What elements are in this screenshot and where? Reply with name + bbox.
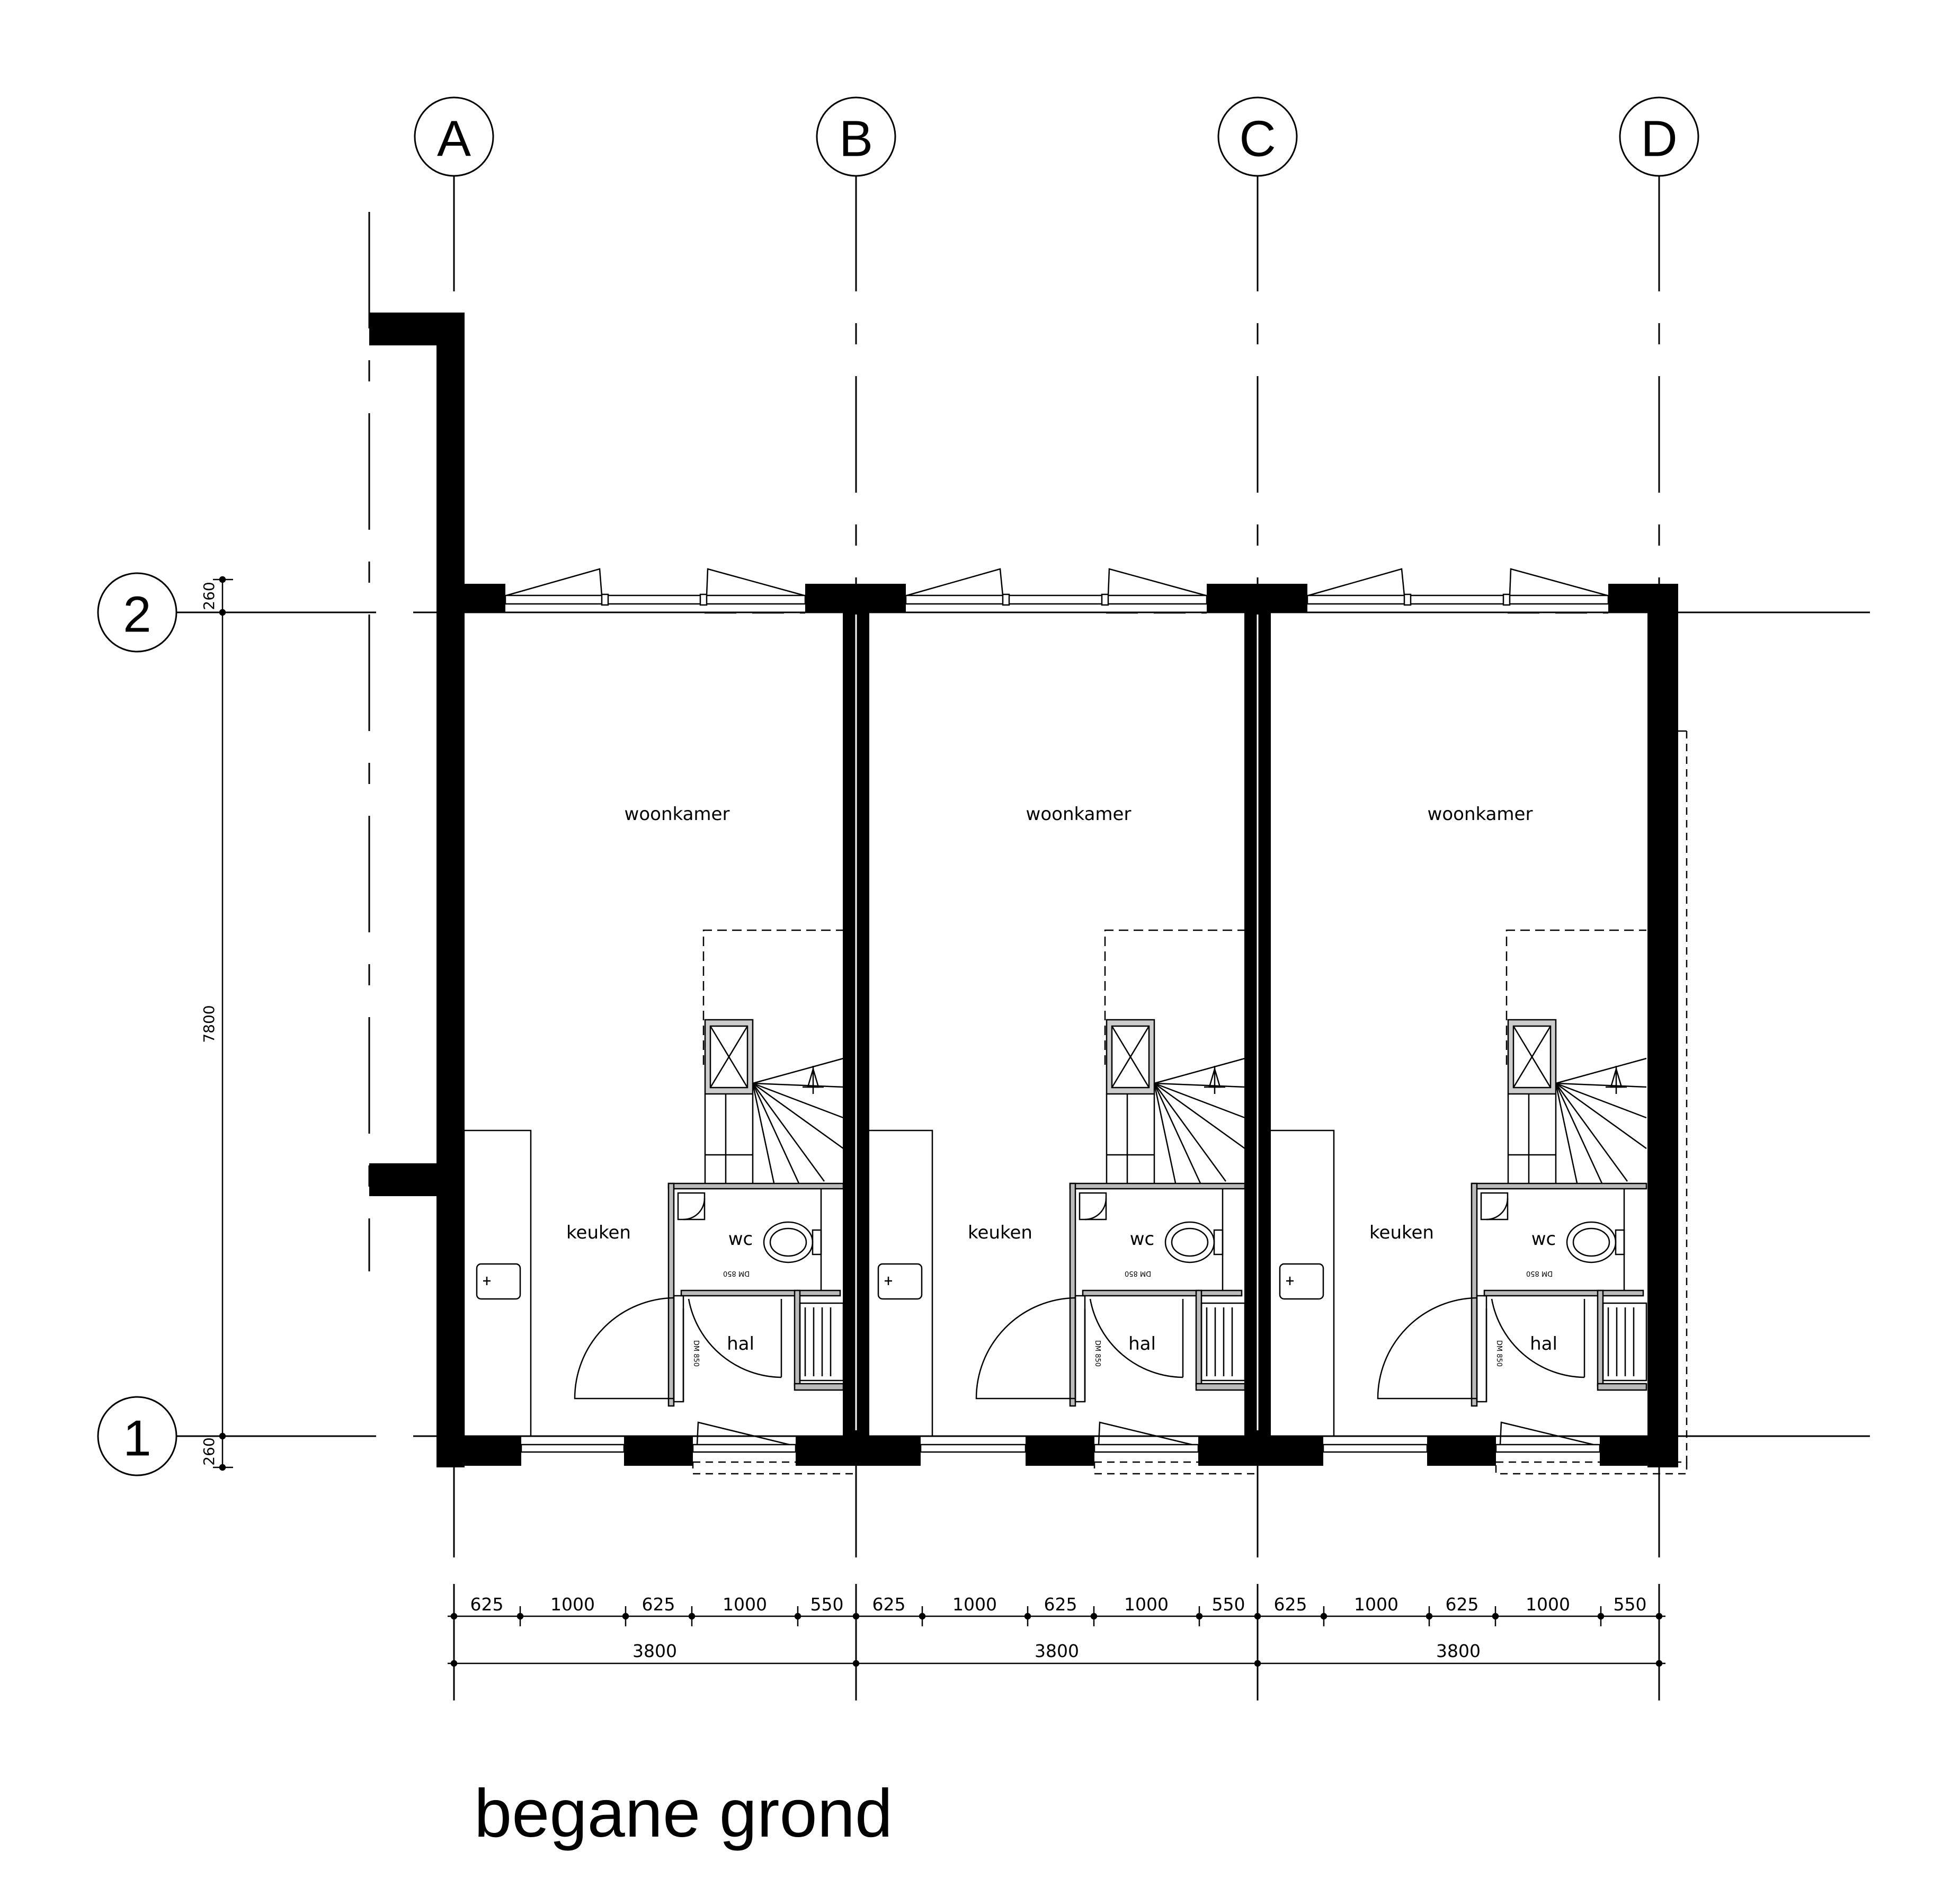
unit-interior-3 [1266, 929, 1647, 1437]
dim-unit-width-1: 3800 [632, 1641, 677, 1661]
room-label-woonkamer-1: woonkamer [625, 804, 730, 825]
grid-label-2: 2 [123, 586, 151, 643]
grid-bubble-b [816, 96, 896, 177]
dim-segment-625: 625 [1446, 1594, 1479, 1615]
windows-top [504, 568, 1609, 614]
hall-door-note-3: DM 850 [1495, 1340, 1503, 1367]
unit-interior-2 [865, 929, 1246, 1437]
grid-bubble-1 [97, 1396, 177, 1476]
room-label-hal-3: hal [1530, 1333, 1557, 1355]
hall-door-note-2: DM 850 [1093, 1340, 1101, 1367]
grid-bubble-a [414, 96, 494, 177]
grid-label-d: D [1641, 111, 1677, 167]
hall-door-note-1: DM 850 [692, 1340, 700, 1367]
door-note-1: DM 850 [723, 1269, 750, 1277]
dim-segment-1000: 1000 [1526, 1594, 1570, 1615]
door-note-2: DM 850 [1125, 1269, 1151, 1277]
dim-segment-625: 625 [470, 1594, 504, 1615]
room-label-hal-2: hal [1128, 1333, 1156, 1355]
grid-label-a: A [437, 111, 471, 167]
grid-bubble-d [1619, 96, 1699, 177]
dim-segment-1000: 1000 [550, 1594, 595, 1615]
dim-unit-width-3: 3800 [1436, 1641, 1481, 1661]
dim-segment-625: 625 [642, 1594, 675, 1615]
dim-unit-width-2: 3800 [1035, 1641, 1079, 1661]
horizontal-dimensions [448, 1606, 1665, 1673]
room-label-hal-1: hal [727, 1333, 754, 1355]
dim-vertical-bottom: 260 [200, 1437, 218, 1465]
dim-segment-1000: 1000 [952, 1594, 997, 1615]
grid-label-1: 1 [123, 1410, 151, 1467]
room-label-keuken-3: keuken [1369, 1222, 1434, 1243]
dim-segment-625: 625 [1274, 1594, 1307, 1615]
grid-bubble-c [1217, 96, 1298, 177]
dim-segment-1000: 1000 [723, 1594, 767, 1615]
grid-label-b: B [839, 111, 873, 167]
room-label-woonkamer-3: woonkamer [1428, 804, 1533, 825]
grid-lines [175, 175, 1870, 1700]
room-label-wc-3: wc [1531, 1228, 1556, 1250]
door-note-3: DM 850 [1526, 1269, 1553, 1277]
dim-vertical-top: 260 [200, 582, 218, 610]
room-label-keuken-2: keuken [968, 1222, 1032, 1243]
dim-segment-1000: 1000 [1354, 1594, 1398, 1615]
room-label-woonkamer-2: woonkamer [1026, 804, 1132, 825]
dim-segment-550: 550 [810, 1594, 844, 1615]
dim-segment-625: 625 [872, 1594, 906, 1615]
room-label-wc-1: wc [728, 1228, 753, 1250]
dim-segment-1000: 1000 [1124, 1594, 1169, 1615]
dim-segment-550: 550 [1614, 1594, 1647, 1615]
dim-segment-550: 550 [1212, 1594, 1245, 1615]
unit-interior-1 [463, 929, 844, 1437]
grid-bubble-2 [97, 572, 177, 653]
vertical-dimension [213, 576, 233, 1471]
walls [369, 313, 1678, 1467]
grid-label-c: C [1239, 111, 1276, 167]
windows-bottom [520, 730, 1688, 1475]
room-label-keuken-1: keuken [566, 1222, 631, 1243]
room-label-wc-2: wc [1130, 1228, 1155, 1250]
dim-segment-625: 625 [1044, 1594, 1077, 1615]
drawing-title: begane grond [474, 1776, 893, 1851]
grid-bubbles [97, 96, 1699, 1476]
dim-vertical-total: 7800 [200, 1005, 218, 1043]
